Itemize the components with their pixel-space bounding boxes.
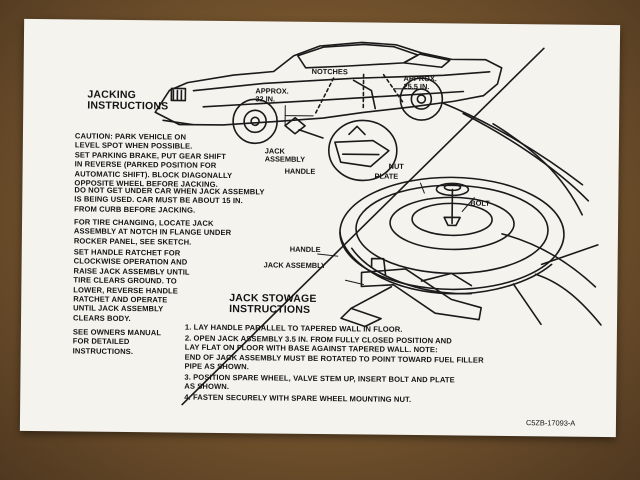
jacking-caution-text: CAUTION: PARK VEHICLE ON LEVEL SPOT WHEN… xyxy=(74,131,233,189)
stowage-step-2: 2. OPEN JACK ASSEMBLY 3.5 IN. FROM FULLY… xyxy=(184,333,484,372)
trunk-jack-assembly-label: JACK ASSEMBLY xyxy=(263,260,326,271)
tire-change-text: FOR TIRE CHANGING, LOCATE JACK ASSEMBLY … xyxy=(73,217,232,247)
jacking-title: JACKING INSTRUCTIONS xyxy=(87,88,169,113)
trunk-handle-label: HANDLE xyxy=(289,244,321,255)
jack-instructions-decal: JACKING INSTRUCTIONS CAUTION: PARK VEHIC… xyxy=(19,18,621,438)
car-illustration xyxy=(154,41,503,145)
trunk-illustration xyxy=(317,102,602,328)
bolt-label: BOLT xyxy=(470,198,490,208)
ratchet-text: SET HANDLE RATCHET FOR CLOCKWISE OPERATI… xyxy=(72,247,190,323)
jack-assembly-drawing xyxy=(360,268,482,321)
car-jack-assembly-label: JACK ASSEMBLY xyxy=(264,146,306,165)
approx-32-label: APPROX. 32 IN. xyxy=(255,86,289,104)
see-manual-text: SEE OWNERS MANUAL FOR DETAILED INSTRUCTI… xyxy=(72,327,162,356)
part-number: C5ZB-17093-A xyxy=(525,418,576,428)
plate-label: PLATE xyxy=(374,171,399,181)
notches-label: NOTCHES xyxy=(311,66,348,77)
stowage-step-3: 3. POSITION SPARE WHEEL, VALVE STEM UP, … xyxy=(184,372,455,392)
stowage-title: JACK STOWAGE INSTRUCTIONS xyxy=(229,292,317,316)
illustration-layer xyxy=(154,41,602,406)
approx-25-label: APPROX. 25.5 IN. xyxy=(403,73,437,92)
jacking-warning-text: DO NOT GET UNDER CAR WHEN JACK ASSEMBLY … xyxy=(74,185,265,215)
diagonal-divider-line xyxy=(181,47,545,406)
jack-detail-circle xyxy=(328,119,398,182)
car-handle-label: HANDLE xyxy=(284,166,316,176)
nut-label: NUT xyxy=(388,161,404,171)
front-wheel xyxy=(232,98,278,145)
